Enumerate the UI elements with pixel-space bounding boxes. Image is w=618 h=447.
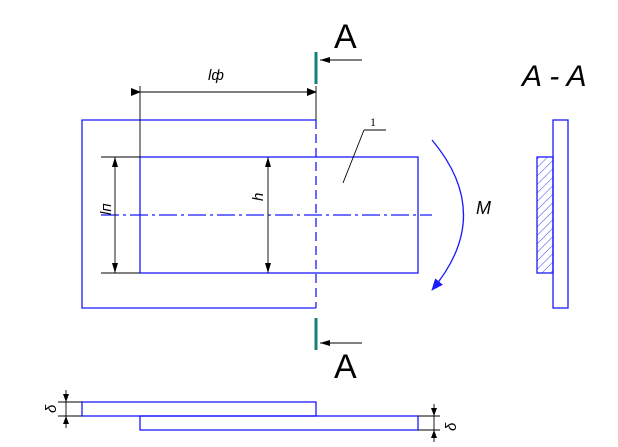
section-letter-top: A <box>334 18 357 56</box>
section-letter-bottom: A <box>334 348 357 386</box>
side-view: δ δ <box>43 390 460 442</box>
plate-height-label: lп <box>98 203 115 215</box>
moment-label: M <box>476 198 491 218</box>
moment-indicator: M <box>431 139 491 291</box>
dimension-lp: lп <box>98 156 140 274</box>
part-leader: 1 <box>342 115 386 184</box>
base-plate-outline <box>81 119 316 309</box>
section-strip-hatched <box>536 156 554 274</box>
plan-view <box>81 119 432 309</box>
length-overlap-label: lф <box>208 67 224 84</box>
strip-height-label: h <box>250 193 267 201</box>
section-base-plate <box>552 119 569 309</box>
dimension-h: h <box>250 157 271 273</box>
section-mark-top: A <box>314 18 362 84</box>
dimension-lf: lф <box>131 67 317 157</box>
section-mark-bottom: A <box>314 318 362 386</box>
side-base-plate <box>81 401 317 417</box>
thickness-left-label: δ <box>43 404 60 413</box>
side-strip-plate <box>139 415 419 431</box>
section-view-title: A - A <box>520 60 586 93</box>
section-view: A - A <box>520 60 586 309</box>
part-number-label: 1 <box>370 115 376 129</box>
thickness-right-label: δ <box>443 422 460 431</box>
